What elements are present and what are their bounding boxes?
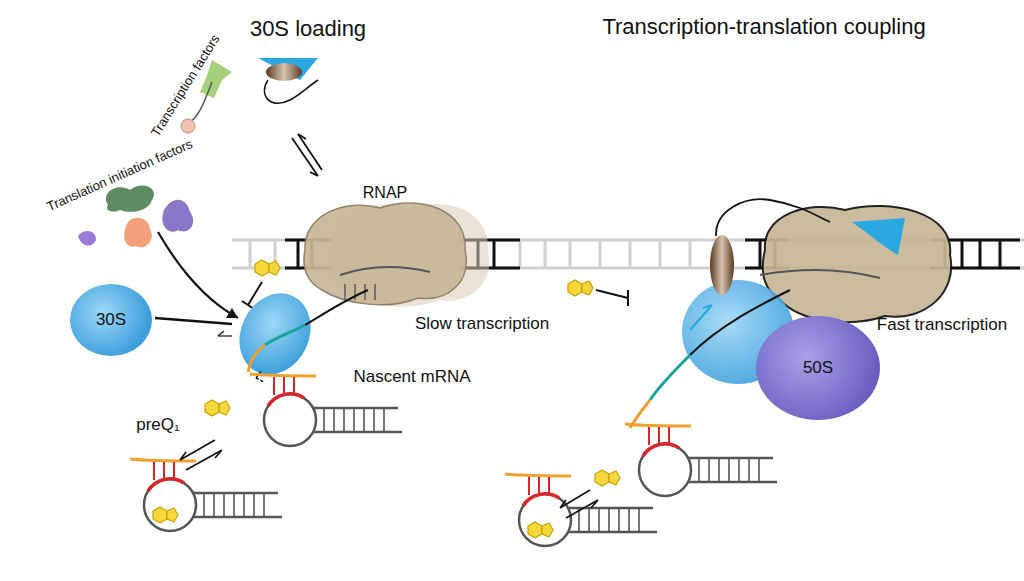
rnap-label-node: RNAP	[360, 182, 410, 204]
process-label: Slow transcription	[415, 314, 549, 334]
section-heading: 30S loading	[250, 16, 366, 41]
process-label: Fast transcription	[877, 315, 1007, 335]
node-text: 30S	[96, 310, 126, 330]
ribosome-30s: 30S	[70, 284, 152, 356]
section-heading: Transcription-translation coupling	[602, 14, 925, 39]
rnap-left	[304, 203, 490, 307]
node-text: RNAP	[363, 184, 407, 202]
ribosome-50s: 50S	[756, 316, 880, 420]
transcription-factors	[181, 58, 322, 176]
node-text: 50S	[803, 358, 833, 378]
molecule-label: Nascent mRNA	[353, 367, 470, 387]
nascent-mrna-left	[130, 282, 402, 531]
ligand-label: preQ₁	[136, 415, 180, 435]
rnap-right	[760, 206, 951, 322]
